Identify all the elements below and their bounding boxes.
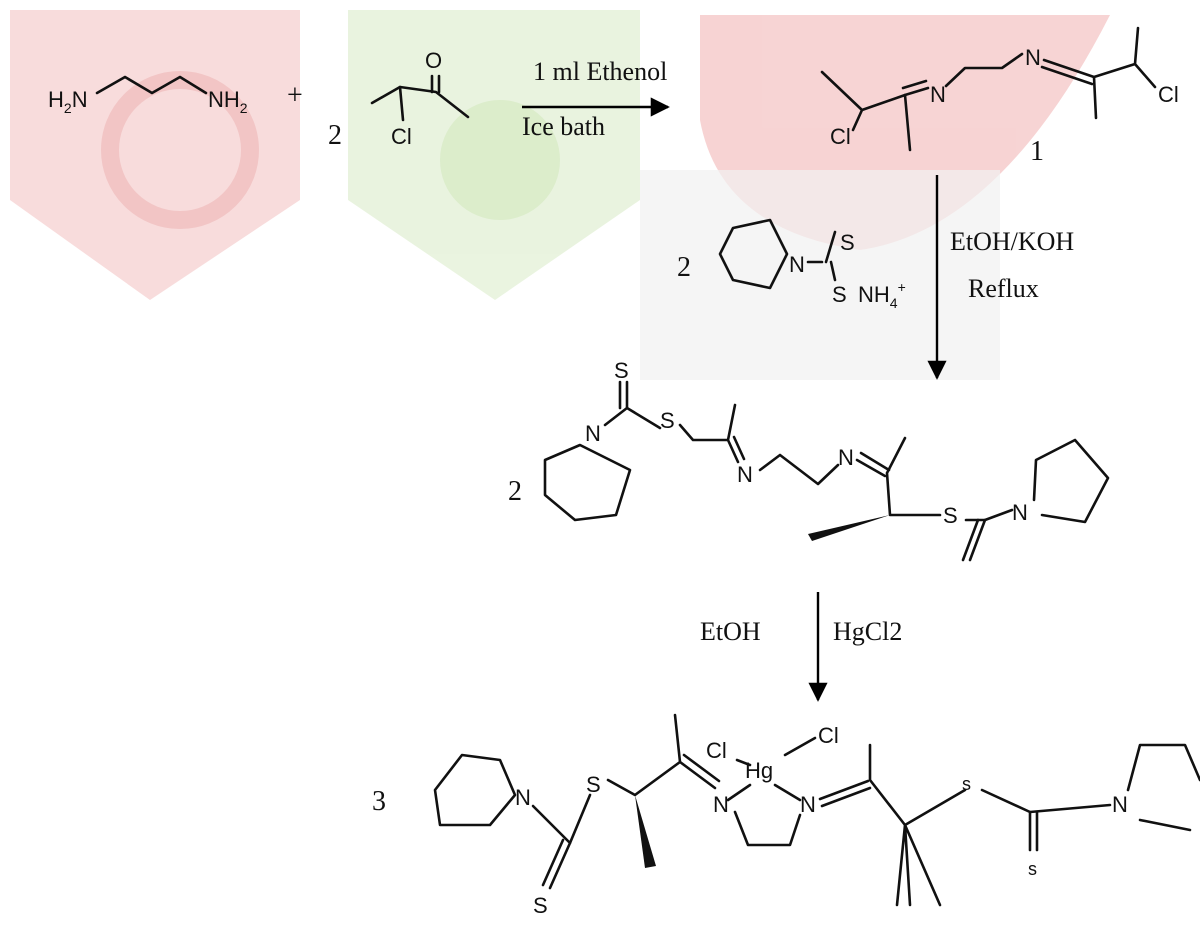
p2-s-right: S [943,503,958,528]
reactant2-coefficient: 2 [328,120,342,151]
p3-thione-s-left: S [533,893,548,918]
product3-hg-complex: 3 N S S N N s s N Hg Cl Cl [372,713,1200,918]
step3-condition-left: EtOH [700,617,761,646]
p3-n-right: N [800,792,816,817]
amine-right-label: NH2 [208,87,248,116]
product2-label: 2 [508,476,522,507]
amine-left-label: H2N [48,87,88,116]
p2-n-ring-right: N [1012,500,1028,525]
reagent-coefficient: 2 [677,252,691,283]
p2-n-ring-left: N [585,421,601,446]
product2-bis-dithiocarbamate: 2 N S S N N S N [508,358,1110,562]
p2-n-imine-right: N [838,445,854,470]
step2-arrow: EtOH/KOH Reflux [927,175,1074,380]
p3-n-ring-right: N [1112,792,1128,817]
reagent-thione-s: S [840,230,855,255]
reagent-nitrogen: N [789,252,805,277]
step1-condition-above: 1 ml Ethenol [533,57,667,86]
p3-s-left: S [586,772,601,797]
p1-cl-left: Cl [830,124,851,149]
step1-condition-below: Ice bath [522,112,605,141]
p1-n-left: N [930,82,946,107]
p2-thione-s: S [614,358,629,383]
reactant2-chlorine: Cl [391,124,412,149]
ketone-oxygen: O [425,48,442,73]
p2-s-left: S [660,408,675,433]
p3-hg: Hg [745,758,773,783]
step3-condition-right: HgCl2 [833,617,902,646]
p1-cl-right: Cl [1158,82,1179,107]
p3-s-right: s [962,774,971,794]
plus-sign: + [287,80,303,111]
p1-n-right: N [1025,45,1041,70]
reagent-thiolate-s: S [832,282,847,307]
product1-bisimine: N N Cl Cl 1 [820,26,1179,167]
p3-cl-left: Cl [706,738,727,763]
reagent-counter-ion: NH4+ [858,279,906,311]
p3-cl-right: Cl [818,723,839,748]
step1-arrow: 1 ml Ethenol Ice bath [522,57,670,141]
product3-label: 3 [372,786,386,817]
p3-n-ring-left: N [515,785,531,810]
reactant-chloroketone: 2 O Cl [328,48,470,151]
reactant-diamine: H2N NH2 [48,75,248,116]
watermark [10,10,1110,380]
p3-n-left: N [713,792,729,817]
step2-condition-line1: EtOH/KOH [950,227,1074,256]
product1-label: 1 [1030,136,1044,167]
p2-n-imine-left: N [737,462,753,487]
step2-condition-line2: Reflux [968,274,1039,303]
p3-thione-s-right: s [1028,859,1037,879]
reagent-dithiocarbamate: 2 N S S NH4+ [677,218,906,311]
step3-arrow: EtOH HgCl2 [700,592,902,702]
